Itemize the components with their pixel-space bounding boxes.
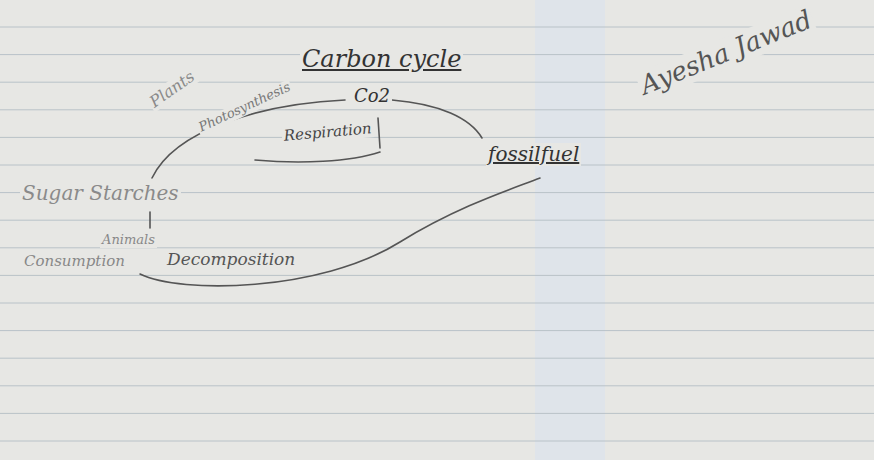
ruled-line bbox=[0, 330, 874, 331]
stage-label: Plants bbox=[145, 66, 200, 112]
ruled-line bbox=[0, 275, 874, 276]
cycle-arc bbox=[378, 118, 380, 148]
cycle-arc bbox=[140, 178, 540, 286]
compound-label: Co2 bbox=[352, 86, 392, 107]
title: Carbon cycle bbox=[300, 46, 463, 74]
stage-label: Animals bbox=[100, 233, 157, 248]
ruled-line bbox=[0, 82, 874, 83]
ruled-line bbox=[0, 303, 874, 304]
stage-label: Sugar Starches bbox=[20, 182, 181, 205]
ruled-line bbox=[0, 109, 874, 110]
ruled-line bbox=[0, 441, 874, 442]
margin-band bbox=[535, 0, 605, 460]
ruled-line bbox=[0, 385, 874, 386]
signature: Ayesha Jawad bbox=[634, 4, 818, 101]
stage-label: fossilfuel bbox=[486, 143, 581, 166]
process-label: Decomposition bbox=[165, 250, 297, 270]
cycle-arc bbox=[255, 152, 380, 162]
ruled-line bbox=[0, 137, 874, 138]
ruled-line bbox=[0, 165, 874, 166]
ruled-line bbox=[0, 413, 874, 414]
process-label: Consumption bbox=[22, 253, 127, 270]
ruled-lines bbox=[0, 27, 874, 441]
ruled-line bbox=[0, 358, 874, 359]
process-label: Respiration bbox=[281, 120, 374, 145]
cycle-arc bbox=[392, 100, 482, 138]
cycle-arc bbox=[149, 212, 151, 228]
ruled-line bbox=[0, 27, 874, 28]
